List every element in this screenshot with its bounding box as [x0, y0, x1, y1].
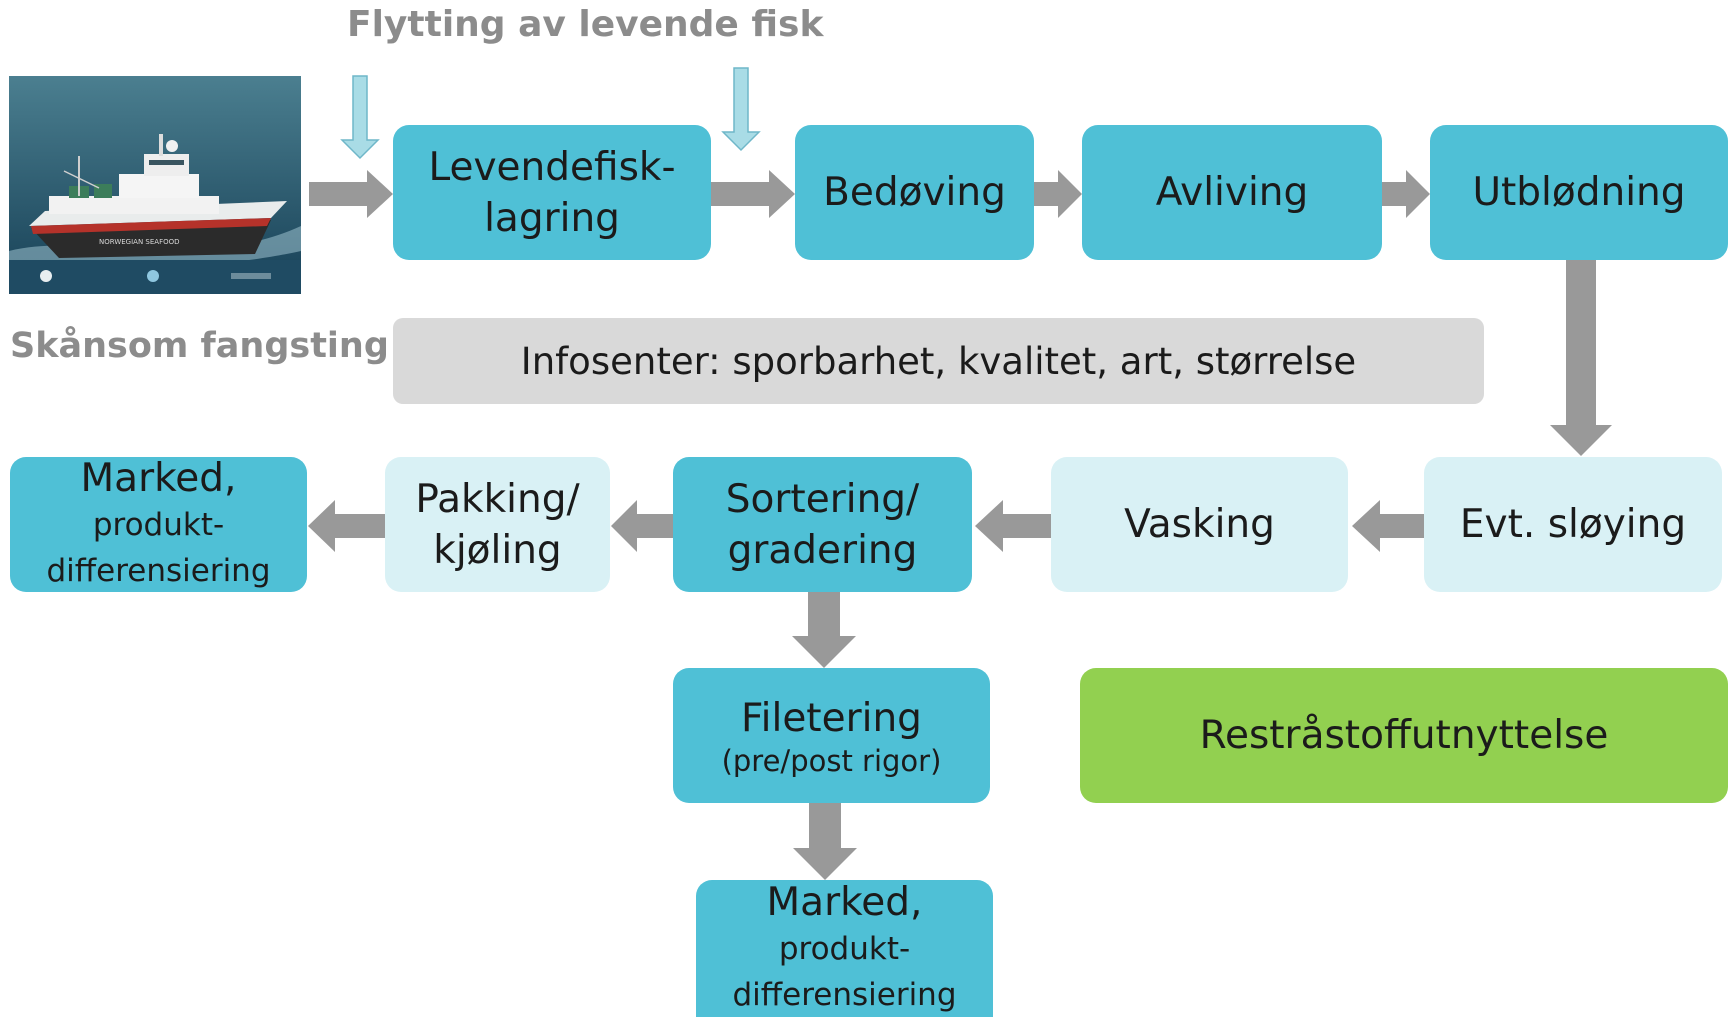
logo-icon [147, 270, 159, 282]
arrow-ship-to-storage [309, 170, 393, 218]
arrow-washing-to-sorting [975, 500, 1051, 552]
market-title: Marked, [80, 457, 237, 501]
input-arrow-left [340, 75, 380, 160]
node-sublabel: (pre/post rigor) [721, 744, 942, 778]
node-killing: Avliving [1082, 125, 1382, 260]
node-sorting-grading: Sortering/ gradering [673, 457, 972, 592]
node-label: Pakking/ kjøling [415, 476, 580, 573]
node-label: Filetering [741, 696, 922, 741]
node-stunning: Bedøving [795, 125, 1034, 260]
fishing-vessel-image: NORWEGIAN SEAFOOD [9, 76, 301, 294]
node-packing-cooling: Pakking/ kjøling [385, 457, 610, 592]
arrow-storage-to-stunning [711, 170, 795, 218]
logo-icon [40, 270, 52, 282]
market-title: Marked, [766, 880, 923, 925]
caption-live-fish-transfer: Flytting av levende fisk [347, 4, 824, 45]
node-label: Avliving [1155, 170, 1309, 215]
node-market-left: Marked, produkt- differensiering [10, 457, 307, 592]
node-label: Bedøving [823, 170, 1006, 215]
info-center-label: Infosenter: sporbarhet, kvalitet, art, s… [520, 339, 1357, 383]
arrow-sorting-to-packing [611, 500, 673, 552]
input-arrow-right [721, 67, 761, 152]
arrow-packing-to-market [308, 500, 385, 552]
arrow-sorting-to-filleting [792, 592, 856, 668]
logo-icon [231, 273, 271, 279]
hull-lettering: NORWEGIAN SEAFOOD [99, 238, 180, 246]
caption-gentle-catching: Skånsom fangsting [10, 326, 389, 366]
node-label: Restråstoffutnyttelse [1199, 713, 1609, 758]
node-byproduct-utilization: Restråstoffutnyttelse [1080, 668, 1728, 803]
node-market-bottom: Marked, produkt- differensiering [696, 880, 993, 1017]
node-gutting: Evt. sløying [1424, 457, 1722, 592]
arrow-stunning-to-killing [1034, 170, 1082, 218]
node-label: Levendefisk- lagring [428, 144, 676, 241]
node-washing: Vasking [1051, 457, 1348, 592]
market-subtitle: produkt- differensiering [46, 506, 271, 589]
node-filleting: Filetering (pre/post rigor) [673, 668, 990, 803]
node-label: Sortering/ gradering [725, 476, 920, 573]
node-bleeding: Utblødning [1430, 125, 1728, 260]
info-center-bar: Infosenter: sporbarhet, kvalitet, art, s… [393, 318, 1484, 404]
arrow-killing-to-bleeding [1382, 170, 1430, 218]
market-subtitle: produkt- differensiering [732, 930, 957, 1013]
node-label: Vasking [1124, 502, 1275, 547]
node-live-fish-storage: Levendefisk- lagring [393, 125, 711, 260]
arrow-gutting-to-washing [1352, 500, 1424, 552]
arrow-filleting-to-market [793, 803, 857, 880]
arrow-bleeding-to-gutting [1550, 260, 1612, 456]
node-label: Evt. sløying [1459, 502, 1687, 547]
node-label: Utblødning [1472, 170, 1686, 215]
